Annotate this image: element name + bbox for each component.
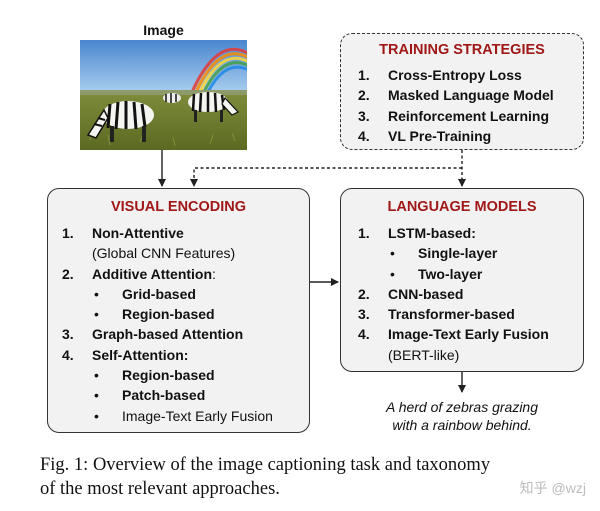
language-item-sub: (BERT-like) <box>358 345 549 365</box>
training-item-label: Masked Language Model <box>358 87 554 103</box>
figure-caption: Fig. 1: Overview of the image captioning… <box>40 453 595 501</box>
visual-bullet: • Patch-based <box>62 385 273 405</box>
language-models-box: LANGUAGE MODELS 1. LSTM-based: • Single-… <box>340 188 584 372</box>
training-item-label: Reinforcement Learning <box>358 108 549 124</box>
training-item: 1. Cross-Entropy Loss <box>358 65 554 85</box>
visual-item-label: Graph-based Attention <box>62 326 243 342</box>
language-item: 1. LSTM-based: <box>358 223 549 243</box>
training-item-label: VL Pre-Training <box>358 128 491 144</box>
visual-item-label: Self-Attention: <box>62 347 188 363</box>
language-item: 3. Transformer-based <box>358 304 549 324</box>
language-models-list: 1. LSTM-based: • Single-layer • Two-laye… <box>358 223 549 365</box>
visual-encoding-box: VISUAL ENCODING 1. Non-Attentive (Global… <box>47 188 310 433</box>
visual-item-sub: (Global CNN Features) <box>62 243 273 263</box>
visual-item: 2. Additive Attention: <box>62 264 273 284</box>
training-item: 2. Masked Language Model <box>358 85 554 105</box>
visual-bullet: • Region-based <box>62 365 273 385</box>
visual-item: 3. Graph-based Attention <box>62 324 273 344</box>
language-bullet: • Two-layer <box>358 264 549 284</box>
language-item-label: LSTM-based: <box>358 225 476 241</box>
visual-bullet: • Grid-based <box>62 284 273 304</box>
language-item-label: CNN-based <box>358 286 463 302</box>
training-item: 4. VL Pre-Training <box>358 126 554 146</box>
language-item-label: Transformer-based <box>358 306 515 322</box>
language-bullet: • Single-layer <box>358 243 549 263</box>
visual-encoding-title: VISUAL ENCODING <box>48 199 309 215</box>
visual-bullet: • Image-Text Early Fusion <box>62 406 273 426</box>
output-caption: A herd of zebras grazing with a rainbow … <box>345 398 579 434</box>
visual-encoding-list: 1. Non-Attentive (Global CNN Features) 2… <box>62 223 273 426</box>
visual-item-label: Additive Attention <box>62 266 212 282</box>
language-models-title: LANGUAGE MODELS <box>341 199 583 215</box>
training-strategies-box: TRAINING STRATEGIES 1. Cross-Entropy Los… <box>340 33 584 150</box>
visual-bullet: • Region-based <box>62 304 273 324</box>
training-item-label: Cross-Entropy Loss <box>358 67 522 83</box>
training-to-visual-arrow <box>194 168 462 186</box>
training-strategies-list: 1. Cross-Entropy Loss 2. Masked Language… <box>358 65 554 146</box>
watermark: 知乎 @wzj <box>520 478 586 498</box>
language-item-label: Image-Text Early Fusion <box>358 326 549 342</box>
language-item: 2. CNN-based <box>358 284 549 304</box>
visual-item: 1. Non-Attentive <box>62 223 273 243</box>
language-item: 4. Image-Text Early Fusion <box>358 324 549 344</box>
visual-item-label: Non-Attentive <box>62 225 184 241</box>
training-item: 3. Reinforcement Learning <box>358 106 554 126</box>
visual-item: 4. Self-Attention: <box>62 345 273 365</box>
training-strategies-title: TRAINING STRATEGIES <box>341 42 583 58</box>
